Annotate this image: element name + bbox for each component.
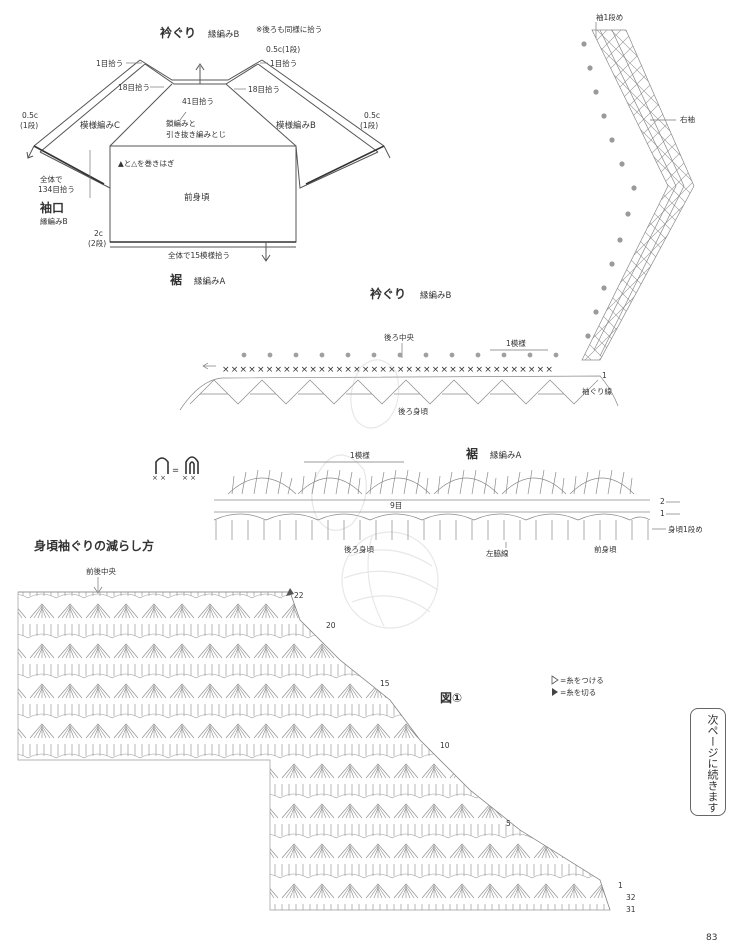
sleeve-edge-dots <box>581 41 637 339</box>
back-center-label: 後ろ中央 <box>384 332 414 342</box>
hem-title: 裾 <box>170 272 182 287</box>
left-05c: 0.5c <box>22 111 38 120</box>
left-1row: (1段) <box>20 120 38 130</box>
hem-row-1: 1 <box>660 509 665 518</box>
cut-yarn-marker <box>286 588 294 596</box>
row-5: 5 <box>506 819 511 828</box>
cut-yarn-icon <box>552 688 558 696</box>
right-sleeve-label: 右袖 <box>680 114 695 124</box>
hem-stitch: 縁編みA <box>194 276 226 287</box>
armhole-stitch-area <box>17 591 611 911</box>
row-1: 1 <box>618 881 623 890</box>
pick-18-left: 18目拾う <box>118 82 150 92</box>
body-row1-label: 身頃1段め <box>668 524 703 534</box>
row-20: 20 <box>326 621 336 630</box>
right-1row: (1段) <box>360 120 378 130</box>
hem-chart-stitch: 縁編みA <box>490 450 522 461</box>
chain-note-2: 引き抜き編みとじ <box>166 129 226 139</box>
right-sleeve-outline <box>257 59 385 153</box>
total-line-2: 134目拾う <box>38 184 75 194</box>
neckline-title: 衿ぐり <box>160 25 196 40</box>
neck-chart-title: 衿ぐり <box>370 286 406 301</box>
two-c: 2c <box>94 229 103 238</box>
cuff-title: 袖口 <box>40 200 64 215</box>
front-body-label: 前身頃 <box>184 192 210 203</box>
next-page-note-box <box>690 708 726 816</box>
equals-sign: = <box>172 466 179 476</box>
pick-1-right: 1目拾う <box>270 58 297 68</box>
armhole-title: 身頃袖ぐりの減らし方 <box>34 538 154 553</box>
one-repeat-label: 1模様 <box>506 338 526 348</box>
garment-schematic: 衿ぐり 縁編みB ※後ろも同様に拾う 1目拾う 0.5c(1段) 1目拾う 18… <box>20 24 391 287</box>
hem-back-body: 後ろ身頃 <box>344 544 374 554</box>
left-sleeve-outline <box>33 59 146 153</box>
armhole-back-center: 前後中央 <box>86 566 116 576</box>
sleeve-band <box>581 29 695 361</box>
neck-dots <box>241 352 559 358</box>
armhole-chart: 身頃袖ぐりの減らし方 前後中央 22 20 15 10 5 1 32 31 図①… <box>17 538 636 914</box>
right-05c: 0.5c <box>364 111 380 120</box>
legend-cut: =糸を切る <box>560 687 596 697</box>
side-line-label: 左脇線 <box>486 548 509 558</box>
hem-chart: 裾 縁編みA 1模様 9目 2 1 身頃1段め 左脇線 後ろ身頃 前身頃 <box>213 446 703 558</box>
neck-edging <box>179 375 619 411</box>
figure-label: 図① <box>440 691 462 705</box>
pick-1-left: 1目拾う <box>96 58 123 68</box>
pattern-c: 模様編みC <box>80 120 120 131</box>
row-15: 15 <box>380 679 390 688</box>
raglan-line-label: 袖ぐり線 <box>582 386 612 396</box>
neckline-outline <box>139 59 263 81</box>
x-stitch-row: ×××××××××××××××××××××××××××××××××××××× <box>222 365 554 375</box>
neck-chart: 袖1段め 右袖 衿ぐり 縁編みB 後ろ中央 1模様 1 ××××××××××××… <box>179 12 695 416</box>
neck-row-1: 1 <box>602 371 607 380</box>
nine-st-label: 9目 <box>390 501 402 510</box>
sleeve-row1-label: 袖1段め <box>596 12 623 22</box>
back-note: ※後ろも同様に拾う <box>256 24 322 34</box>
hem-shells <box>227 469 635 495</box>
yarn-ball-watermark <box>311 359 439 629</box>
two-rows: (2段) <box>88 238 106 248</box>
row-31: 31 <box>626 905 636 914</box>
row-05c-top: 0.5c(1段) <box>266 44 300 54</box>
neck-chart-stitch: 縁編みB <box>420 290 452 301</box>
total-line-1: 全体で <box>40 174 63 184</box>
svg-text:× ×: × × <box>182 474 196 482</box>
hem-one-repeat: 1模様 <box>350 450 370 460</box>
svg-text:× ×: × × <box>152 474 166 482</box>
arch-symbol-right <box>185 456 199 474</box>
row-10: 10 <box>440 741 450 750</box>
legend-join: =糸をつける <box>560 675 604 685</box>
next-page-note: 次ページに続きます <box>706 714 719 813</box>
arch-symbol-left <box>155 457 169 474</box>
chain-note-1: 鎖編みと <box>166 118 196 128</box>
row-22: 22 <box>294 591 304 600</box>
seam-note: ▲と△を巻きはぎ <box>118 158 175 168</box>
neckline-stitch: 縁編みB <box>208 29 240 40</box>
pattern-b: 模様編みB <box>276 120 316 131</box>
hem-front-body: 前身頃 <box>594 544 617 554</box>
stitch-equation: × × = × × <box>152 456 199 482</box>
hem-row-2: 2 <box>660 497 665 506</box>
row-32: 32 <box>626 893 636 902</box>
page-number: 83 <box>706 933 717 943</box>
hem-chart-title: 裾 <box>466 446 478 461</box>
neck-back-body-label: 後ろ身頃 <box>398 406 428 416</box>
cuff-stitch: 縁編みB <box>40 216 68 226</box>
hem-count: 全体で15模様拾う <box>168 250 230 260</box>
join-yarn-icon <box>551 675 559 685</box>
pick-18-right: 18目拾う <box>248 84 280 94</box>
pick-41: 41目拾う <box>182 96 214 106</box>
